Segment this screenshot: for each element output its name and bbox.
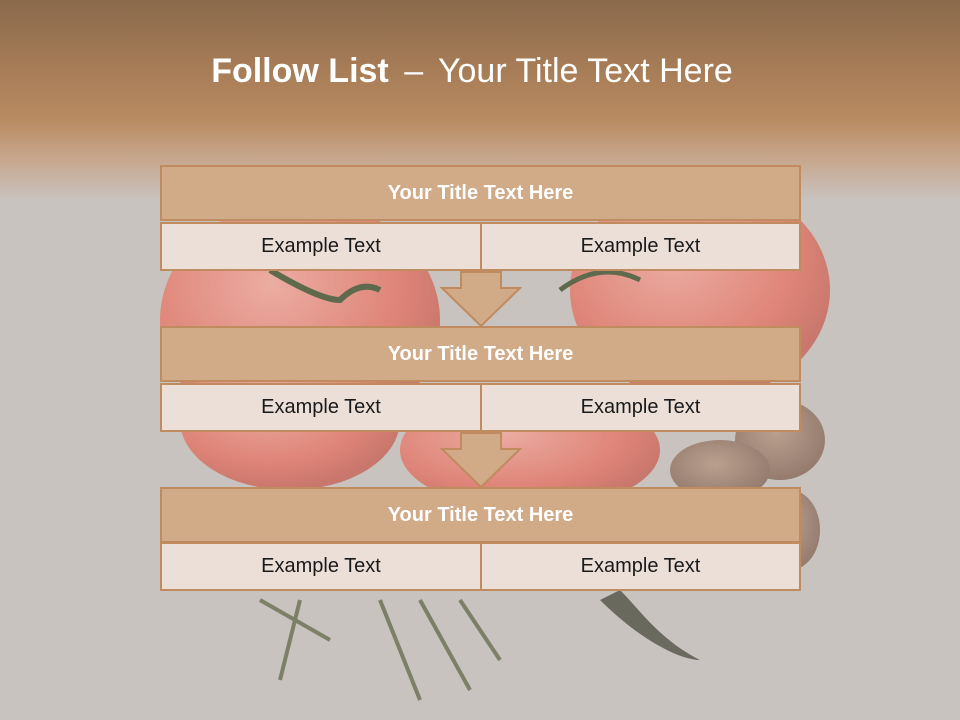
step-2-left-cell: Example Text: [160, 383, 482, 432]
title-bold: Follow List: [211, 52, 389, 90]
title-rest: Your Title Text Here: [437, 52, 733, 90]
step-3-title-box: Your Title Text Here: [160, 487, 801, 543]
down-arrow-icon: [440, 432, 522, 489]
step-1-right-cell: Example Text: [480, 222, 801, 271]
step-2-right-cell: Example Text: [480, 383, 801, 432]
step-2-title-box: Your Title Text Here: [160, 326, 801, 382]
slide-title: Follow List – Your Title Text Here: [0, 52, 944, 91]
step-1-title-box: Your Title Text Here: [160, 165, 801, 221]
title-separator: –: [404, 52, 424, 90]
down-arrow-icon: [440, 271, 522, 328]
step-1-left-cell: Example Text: [160, 222, 482, 271]
step-3-left-cell: Example Text: [160, 542, 482, 591]
step-3-right-cell: Example Text: [480, 542, 801, 591]
